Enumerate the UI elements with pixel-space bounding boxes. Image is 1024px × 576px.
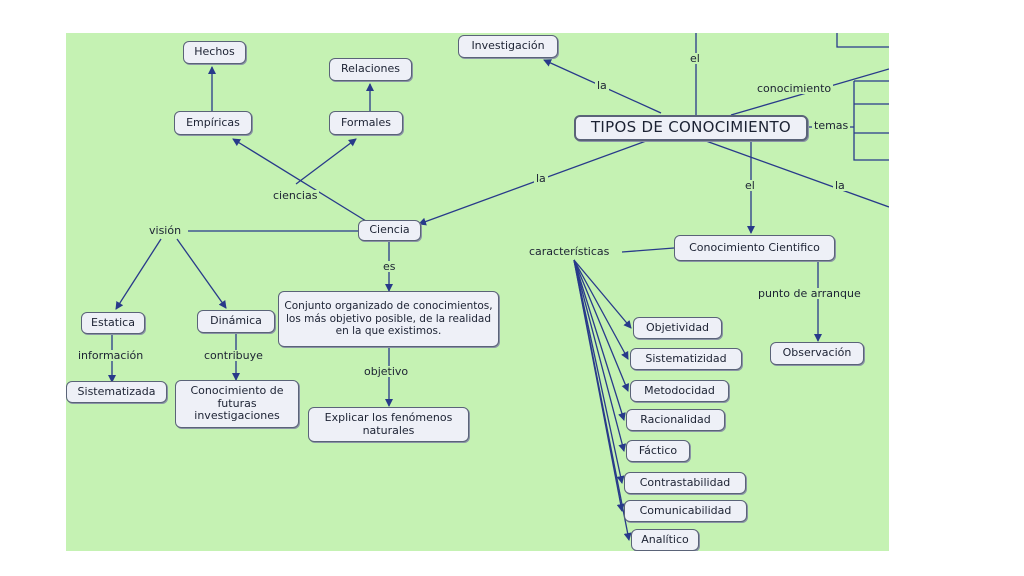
label-la-investigacion: la <box>595 79 609 92</box>
label-contribuye: contribuye <box>202 349 265 362</box>
label-objetivo: objetivo <box>362 365 411 378</box>
concept-map-canvas: el la conocimiento temas la el la cienci… <box>66 33 889 551</box>
edge-main-to-ciencia <box>418 140 647 226</box>
label-ciencias: ciencias <box>271 189 320 202</box>
partial-node-stack-right <box>853 80 889 161</box>
label-la-right: la <box>833 179 847 192</box>
label-el-top: el <box>688 52 702 65</box>
node-formales[interactable]: Formales <box>329 111 403 135</box>
node-investigacion[interactable]: Investigación <box>458 35 558 58</box>
edge-ciencia-to-empiricas <box>232 138 367 222</box>
node-racionalidad[interactable]: Racionalidad <box>626 409 725 431</box>
edge-main-to-right-la <box>705 140 889 208</box>
node-sistematizidad[interactable]: Sistematizidad <box>630 348 742 370</box>
edge-cc-to-caracteristicas <box>621 247 675 253</box>
node-ciencia[interactable]: Ciencia <box>358 220 421 241</box>
node-dinamica[interactable]: Dinámica <box>197 310 275 333</box>
node-objetividad[interactable]: Objetividad <box>633 317 722 339</box>
node-analitico[interactable]: Analítico <box>631 529 699 551</box>
node-observacion[interactable]: Observación <box>770 342 864 365</box>
label-el-cientifico: el <box>743 179 757 192</box>
node-tipos-de-conocimiento[interactable]: TIPOS DE CONOCIMIENTO <box>574 115 808 141</box>
label-informacion: información <box>76 349 146 362</box>
node-estatica[interactable]: Estatica <box>81 312 145 334</box>
node-empiricas[interactable]: Empíricas <box>174 111 252 135</box>
label-es: es <box>381 260 398 273</box>
label-la-ciencia: la <box>534 172 548 185</box>
connector-layer <box>108 33 889 541</box>
label-caracteristicas: características <box>527 245 612 258</box>
node-comunicabilidad[interactable]: Comunicabilidad <box>624 500 747 522</box>
node-conjunto-organizado[interactable]: Conjunto organizado de conocimientos, lo… <box>278 291 499 347</box>
node-factico[interactable]: Fáctico <box>626 440 690 462</box>
edge-ciencia-to-formales <box>295 138 357 185</box>
node-conocimiento-cientifico[interactable]: Conocimiento Cientifico <box>674 235 835 261</box>
label-conocimiento: conocimiento <box>755 82 834 95</box>
label-temas: temas <box>812 119 851 132</box>
node-hechos[interactable]: Hechos <box>183 41 246 64</box>
node-conocimiento-futuras[interactable]: Conocimiento de futuras investigaciones <box>175 380 299 428</box>
node-metodocidad[interactable]: Metodocidad <box>630 380 729 402</box>
label-vision: visión <box>147 224 184 237</box>
edge-vision-to-estatica <box>115 238 162 310</box>
label-punto-arranque: punto de arranque <box>756 287 863 300</box>
node-sistematizada[interactable]: Sistematizada <box>66 381 167 403</box>
caracteristicas-connectors <box>573 259 632 541</box>
node-contrastabilidad[interactable]: Contrastabilidad <box>624 472 746 494</box>
node-relaciones[interactable]: Relaciones <box>329 58 412 81</box>
node-explicar-fenomenos[interactable]: Explicar los fenómenos naturales <box>308 407 469 442</box>
edge-vision-to-dinamica <box>176 238 227 309</box>
partial-node-top-right <box>836 33 889 48</box>
